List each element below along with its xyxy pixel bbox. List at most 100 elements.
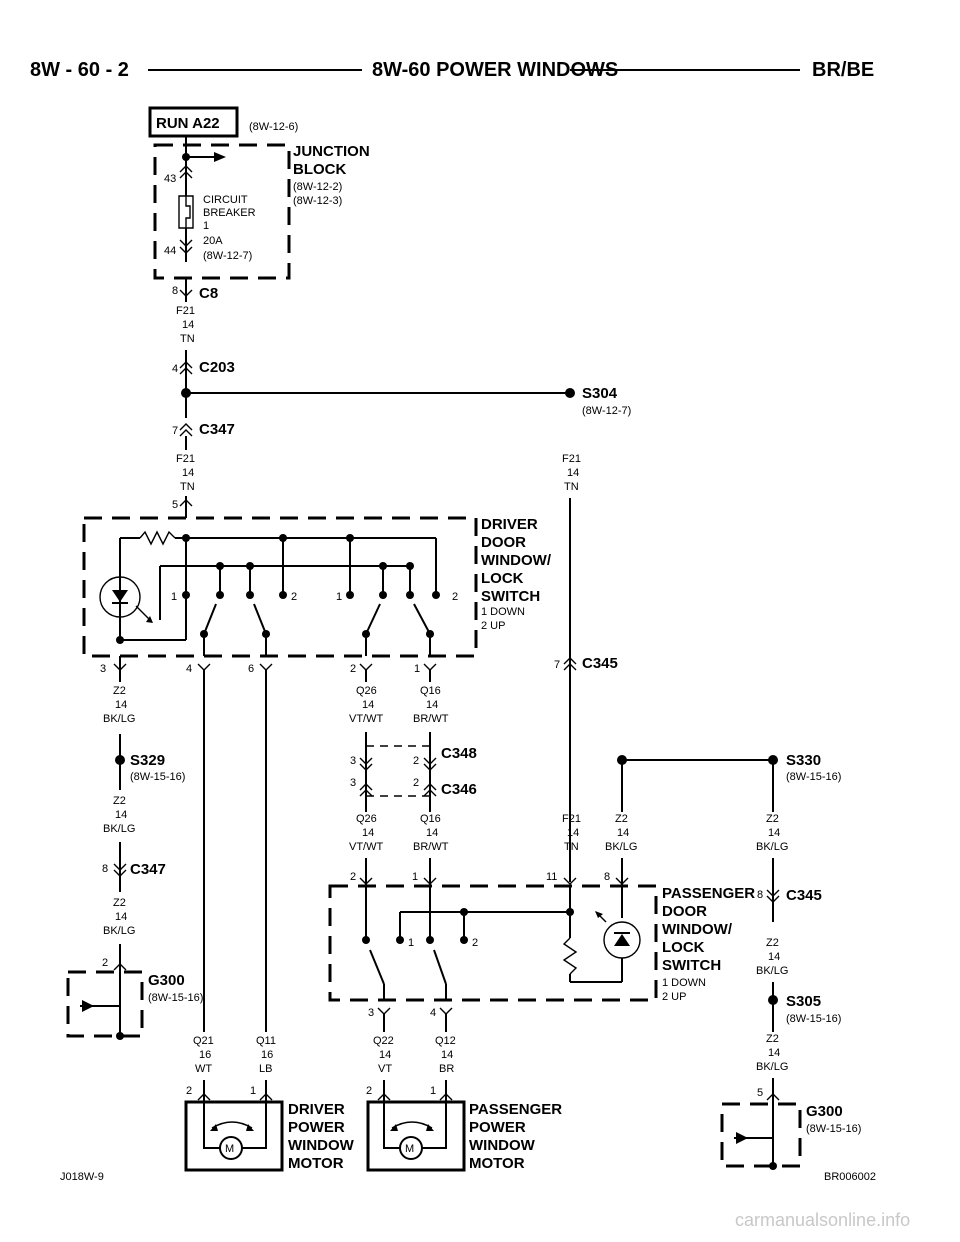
passenger-contact-1	[362, 936, 370, 944]
passenger-motor-symbol: M	[405, 1143, 414, 1155]
c347-top-name: C347	[199, 421, 235, 438]
junction-block-border	[153, 143, 291, 280]
wire-z2-circuit-3: Z2	[113, 897, 126, 909]
g300-left-pin: 2	[102, 957, 108, 969]
passenger-switch-title-4: LOCK	[662, 939, 705, 956]
ground-arrow-icon	[82, 1000, 94, 1012]
switch-blade-1	[203, 603, 217, 635]
passenger-motor-leads	[383, 1102, 447, 1149]
wire-q22-circuit: Q22	[373, 1035, 394, 1047]
wire-z2-gauge: 14	[115, 699, 127, 711]
wire-f21-color-4: TN	[564, 841, 579, 853]
g300-left-border	[66, 970, 144, 1038]
contact-dot-e	[379, 591, 387, 599]
header-model: BR/BE	[812, 59, 874, 81]
passenger-motor-pin-1: 1	[430, 1085, 436, 1097]
s304-ref: (8W-12-7)	[582, 405, 631, 417]
switch-blade-3	[365, 603, 381, 635]
c346-pin-a-symbol	[359, 783, 373, 797]
connector-c8-symbol	[179, 289, 193, 297]
passenger-resistor-symbol	[562, 937, 578, 975]
driver-motor-title-2: POWER	[288, 1119, 345, 1136]
pin-43-label: 43	[164, 173, 176, 185]
wire-q16-gauge: 14	[426, 699, 438, 711]
watermark: carmanualsonline.info	[735, 1210, 910, 1230]
g300-right-border	[720, 1102, 802, 1168]
resistor-symbol	[139, 530, 176, 546]
fuse-label: RUN A22	[156, 115, 220, 132]
c8-pin: 8	[172, 285, 178, 297]
driver-switch-pin-in: 5	[172, 499, 178, 511]
passenger-contact-2	[426, 936, 434, 944]
passenger-pin-label-2: 2	[350, 871, 356, 883]
connector-pin-44-symbol	[179, 239, 193, 254]
connector-pin-5-symbol	[179, 499, 193, 507]
g300-right-pin-symbol	[766, 1093, 780, 1101]
splice-s329-node	[115, 755, 125, 765]
s305-ref: (8W-15-16)	[786, 1013, 841, 1025]
wire-q16-circuit-2: Q16	[420, 813, 441, 825]
driver-switch-title-5: SWITCH	[481, 588, 540, 605]
s329-name: S329	[130, 752, 165, 769]
s305-name: S305	[786, 993, 821, 1010]
page-header: 8W - 60 - 2 8W-60 POWER WINDOWS BR/BE	[30, 59, 874, 81]
driver-motor-pin-2-symbol	[197, 1093, 211, 1101]
passenger-blade-1	[369, 949, 385, 985]
passenger-rotation-arrow-icon	[390, 1124, 434, 1131]
wire-z2-color-6: BK/LG	[756, 965, 788, 977]
driver-switch-note-2: 2 UP	[481, 620, 505, 632]
passenger-bus-node	[460, 908, 468, 916]
fuse-ref: (8W-12-6)	[249, 121, 298, 133]
driver-pin-4-symbol	[197, 663, 211, 671]
s304-name: S304	[582, 385, 618, 402]
wire-q21-gauge: 16	[199, 1049, 211, 1061]
s329-ref: (8W-15-16)	[130, 771, 185, 783]
c8-name: C8	[199, 285, 218, 302]
breaker-label-2: BREAKER	[203, 207, 256, 219]
passenger-motor-circuit: Q22 14 VT Q12 14 BR 2 1 M PASSENGER POWE…	[366, 1014, 562, 1172]
wire-z2-circuit-2: Z2	[113, 795, 126, 807]
passenger-motor-box	[366, 1100, 466, 1172]
driver-motor-leads	[203, 1102, 267, 1149]
driver-motor-icon	[219, 1136, 243, 1160]
header-title: 8W-60 POWER WINDOWS	[372, 59, 618, 81]
c348-name: C348	[441, 745, 477, 762]
passenger-motor-title-3: WINDOW	[469, 1137, 536, 1154]
connector-pin-43-symbol	[179, 165, 193, 179]
c347-low-name: C347	[130, 861, 166, 878]
g300-left-name: G300	[148, 972, 185, 989]
wire-z2-gauge-6: 14	[768, 951, 780, 963]
passenger-motor-title-1: PASSENGER	[469, 1101, 562, 1118]
wire-z2-circuit-5: Z2	[766, 813, 779, 825]
passenger-switch-title-1: PASSENGER	[662, 885, 755, 902]
wire-q22-color: VT	[378, 1063, 392, 1075]
fuse-box	[148, 106, 239, 138]
c347-low-pin: 8	[102, 863, 108, 875]
driver-motor-circuit: Q21 16 WT Q11 16 LB 2 1 M DRIVER POWER W…	[184, 670, 355, 1172]
wire-f21-circuit-3: F21	[562, 453, 581, 465]
driver-pin-label-1: 1	[414, 663, 420, 675]
contact-dot-c	[279, 591, 287, 599]
wire-z2-color-2: BK/LG	[103, 823, 135, 835]
wire-z2-circuit: Z2	[113, 685, 126, 697]
s330-ref: (8W-15-16)	[786, 771, 841, 783]
driver-switch-title-2: DOOR	[481, 534, 526, 551]
wire-q16-gauge-2: 14	[426, 827, 438, 839]
junction-block-ref-2: (8W-12-3)	[293, 195, 342, 207]
driver-contact-label-4: 2	[452, 591, 458, 603]
driver-pin-label-6: 6	[248, 663, 254, 675]
wire-f21-gauge-4: 14	[567, 827, 579, 839]
contact-dot-d	[346, 591, 354, 599]
wire-q26-color: VT/WT	[349, 713, 383, 725]
driver-motor-box	[184, 1100, 284, 1172]
breaker-label-5: (8W-12-7)	[203, 250, 252, 262]
junction-block-title-2: BLOCK	[293, 161, 346, 178]
passenger-motor-pin-2: 2	[366, 1085, 372, 1097]
circuit-breaker-body	[178, 195, 194, 229]
passenger-lamp-arrow-head	[595, 911, 603, 918]
driver-contact-label-2: 2	[291, 591, 297, 603]
rotation-arrow-icon	[210, 1124, 254, 1131]
wire-q26-color-2: VT/WT	[349, 841, 383, 853]
passenger-switch-feed-circuits: Q26 14 VT/WT Q16 14 BR/WT 3 2 C348 3 2 C…	[349, 670, 477, 886]
